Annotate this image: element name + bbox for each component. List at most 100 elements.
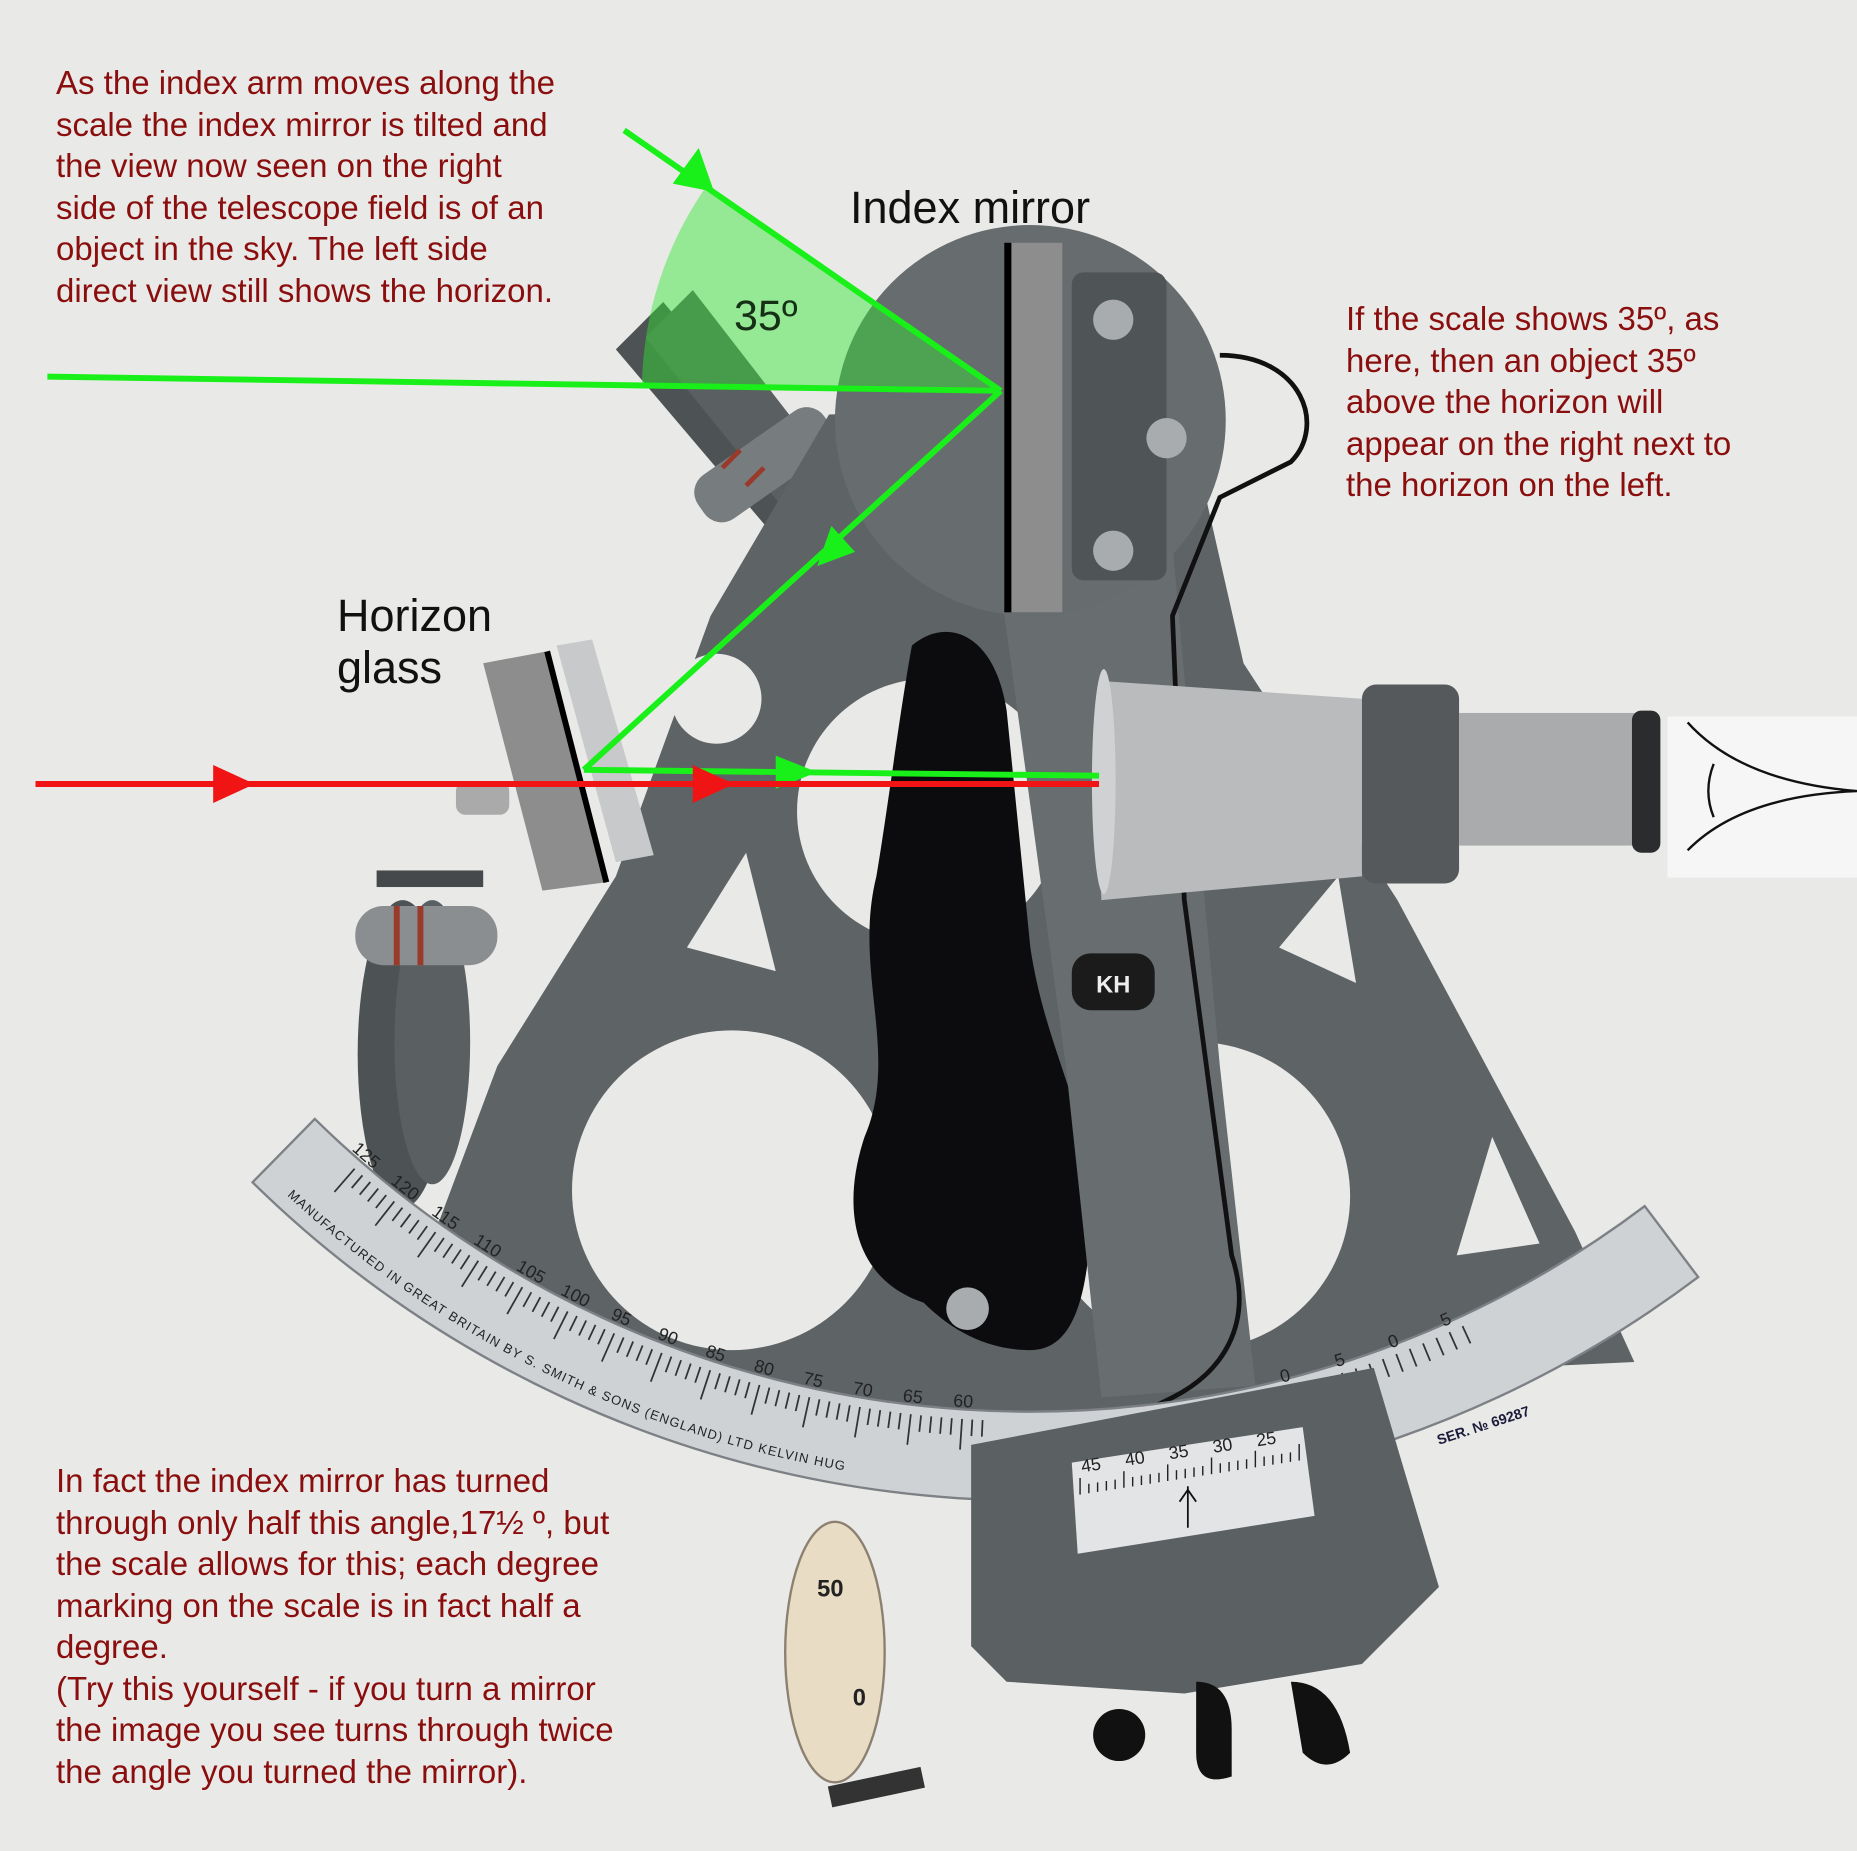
label-line: Horizon bbox=[337, 590, 493, 641]
horizon-glass-label: Horizon glass bbox=[337, 590, 492, 694]
scale-label: 65 bbox=[902, 1385, 924, 1407]
scale-tick bbox=[764, 1387, 771, 1404]
scale-tick bbox=[1435, 1337, 1445, 1356]
scale-tick bbox=[459, 1254, 471, 1270]
annotation-line: scale the index mirror is tilted and bbox=[56, 105, 548, 143]
scale-tick bbox=[495, 1276, 506, 1292]
scale-ticks bbox=[333, 1168, 1472, 1450]
scale-label: 75 bbox=[801, 1368, 825, 1392]
direct-ray-arrowheads bbox=[213, 765, 735, 803]
scale-tick bbox=[1448, 1331, 1458, 1350]
ray-arrowheads bbox=[672, 148, 856, 789]
scale-label: 60 bbox=[953, 1390, 974, 1411]
scale-tick bbox=[522, 1291, 533, 1308]
scale-tick bbox=[846, 1405, 851, 1422]
annotation-line: the horizon on the left. bbox=[1346, 466, 1673, 503]
scale-tick bbox=[649, 1352, 663, 1383]
scale-tick bbox=[367, 1187, 379, 1202]
scale-tick bbox=[949, 1418, 953, 1435]
annotation-line: above the horizon will bbox=[1346, 383, 1664, 420]
index-mirror-label: Index mirror bbox=[850, 182, 1091, 233]
scale-tick bbox=[597, 1328, 606, 1345]
scale-tick bbox=[1395, 1353, 1404, 1373]
annotation-bottom-left: In fact the index mirror has turned thro… bbox=[56, 1460, 614, 1792]
index-mirror bbox=[1004, 242, 1063, 613]
svg-text:KH: KH bbox=[1096, 972, 1130, 998]
scale-tick bbox=[664, 1356, 673, 1373]
scale-tick bbox=[794, 1394, 801, 1412]
scale-tick bbox=[416, 1225, 428, 1241]
eye-icon bbox=[1667, 716, 1857, 878]
index-shades bbox=[615, 290, 835, 545]
annotation-line: object in the sky. The left side bbox=[56, 230, 488, 267]
scale-tick bbox=[876, 1410, 882, 1427]
scale-tick bbox=[461, 1260, 480, 1288]
annotation-line: through only half this angle,17½ º, but bbox=[56, 1503, 610, 1541]
scale-tick bbox=[918, 1415, 922, 1432]
annotation-line: degree. bbox=[56, 1628, 168, 1665]
angle-wedge bbox=[641, 187, 1001, 391]
scale-tick bbox=[391, 1207, 404, 1222]
vernier-label: 30 bbox=[1211, 1434, 1234, 1457]
vernier-label: 25 bbox=[1255, 1427, 1278, 1450]
scale-tick bbox=[853, 1406, 861, 1438]
scale-tick bbox=[568, 1315, 578, 1332]
vernier-label: 40 bbox=[1123, 1447, 1146, 1470]
scale-tick bbox=[1461, 1325, 1472, 1344]
cable bbox=[1005, 352, 1310, 1483]
annotation-line: As the index arm moves along the bbox=[56, 64, 555, 101]
scale-tick bbox=[635, 1345, 644, 1362]
scale-tick bbox=[540, 1301, 551, 1318]
clamp-knobs[interactable] bbox=[1093, 1681, 1351, 1780]
scale-tick bbox=[399, 1213, 412, 1228]
scale-tick bbox=[506, 1286, 524, 1315]
scale-tick bbox=[897, 1412, 902, 1430]
scale-tick bbox=[684, 1363, 692, 1380]
annotation-line: (Try this yourself - if you turn a mirro… bbox=[56, 1669, 596, 1707]
annotation-right: If the scale shows 35º, as here, then an… bbox=[1346, 298, 1731, 506]
label-line: glass bbox=[337, 642, 443, 693]
annotation-line: the view now seen on the right bbox=[56, 147, 502, 184]
scale-tick bbox=[442, 1243, 454, 1259]
annotation-line: direct view still shows the horizon. bbox=[56, 271, 554, 309]
scale-tick bbox=[625, 1341, 634, 1358]
scale-tick bbox=[744, 1381, 751, 1399]
vernier-window bbox=[1071, 1427, 1315, 1554]
scale-tick bbox=[433, 1237, 445, 1253]
vernier-label: 35 bbox=[1167, 1441, 1190, 1464]
scale-tick bbox=[815, 1399, 821, 1416]
scale-tick bbox=[374, 1200, 395, 1227]
scale-tick bbox=[1381, 1358, 1391, 1378]
scale-tick bbox=[980, 1420, 984, 1437]
scale-tick bbox=[928, 1416, 933, 1433]
micrometer-drum[interactable]: 50 0 bbox=[784, 1520, 925, 1808]
scale-tick bbox=[587, 1324, 597, 1341]
screws bbox=[946, 299, 1187, 1330]
scale-tick bbox=[616, 1337, 625, 1354]
scale-tick bbox=[333, 1168, 356, 1193]
scale-tick bbox=[477, 1265, 488, 1281]
scale-tick bbox=[939, 1417, 943, 1434]
annotation-line: the image you see turns through twice bbox=[56, 1711, 614, 1748]
scale-tick bbox=[714, 1373, 721, 1390]
scale-tick bbox=[408, 1219, 420, 1234]
scale-tick bbox=[451, 1249, 462, 1264]
annotation-line: the angle you turned the mirror). bbox=[56, 1752, 528, 1790]
scale-tick bbox=[1422, 1343, 1432, 1362]
annotation-line: side of the telescope field is of an bbox=[56, 188, 544, 226]
scale-tick bbox=[504, 1281, 515, 1297]
handle bbox=[853, 631, 1092, 1351]
scale-tick bbox=[906, 1414, 912, 1445]
scale-tick bbox=[699, 1369, 712, 1400]
scale-tick bbox=[835, 1403, 841, 1420]
scale-tick bbox=[866, 1408, 871, 1426]
scale-tick bbox=[553, 1311, 569, 1340]
angle-label: 35º bbox=[734, 292, 798, 340]
horizon-shades bbox=[355, 870, 498, 1208]
scale-tick bbox=[774, 1389, 781, 1407]
svg-text:50: 50 bbox=[817, 1576, 843, 1602]
scale-tick bbox=[600, 1333, 616, 1362]
scale-tick bbox=[801, 1397, 811, 1428]
